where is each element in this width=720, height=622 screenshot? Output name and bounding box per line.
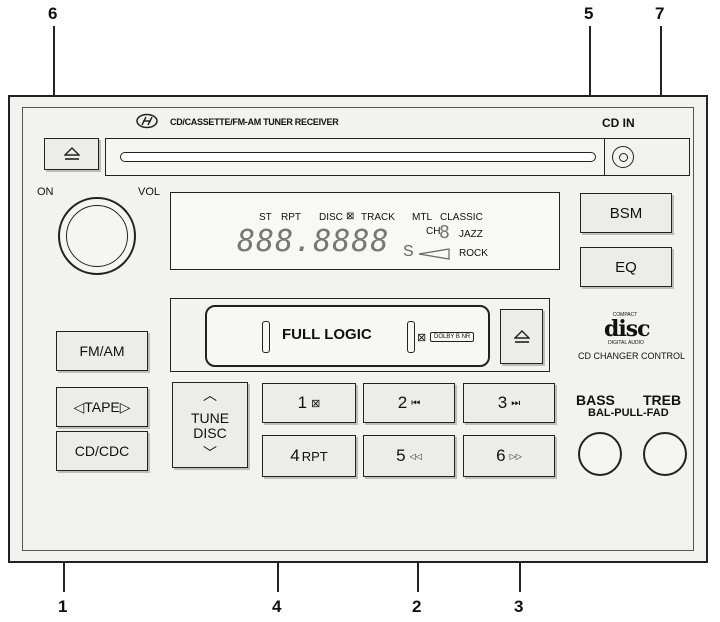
fast-forward-icon: ▷▷	[509, 451, 522, 461]
lcd-disc: DISC	[319, 212, 343, 223]
lcd-s: S	[403, 243, 414, 260]
cd-in-indicator-icon	[612, 146, 634, 168]
lcd-rock: ROCK	[459, 248, 488, 259]
compact-disc-logo-top: COMPACT	[612, 312, 638, 318]
cassette-door[interactable]	[205, 305, 490, 367]
cd-slot[interactable]	[120, 152, 596, 162]
preset-6-number: 6	[496, 446, 506, 465]
cd-cdc-button[interactable]: CD/CDC	[56, 431, 148, 471]
cd-changer-label: CD CHANGER CONTROL	[578, 351, 686, 361]
cd-eject-button[interactable]	[44, 138, 99, 170]
cd-in-label: CD IN	[602, 116, 635, 130]
eject-icon	[63, 147, 80, 160]
fm-am-button[interactable]: FM/AM	[56, 331, 148, 371]
preset-3-button[interactable]: 3 ⏭	[463, 383, 555, 423]
treb-label: TREB	[643, 392, 682, 408]
tune-label: TUNE	[190, 410, 230, 426]
callout-6: 6	[48, 4, 58, 23]
preset-1-button[interactable]: 1 ⊠	[262, 383, 356, 423]
disc-scan-icon: ⊠	[311, 397, 321, 410]
bass-knob[interactable]	[578, 432, 622, 476]
preset-1-number: 1	[297, 393, 308, 412]
preset-5-button[interactable]: 5 ◁◁	[363, 435, 455, 477]
preset-2-number: 2	[397, 393, 408, 412]
preset-2-button[interactable]: 2 ⏮	[363, 383, 455, 423]
lcd-eq-wedge-icon	[418, 248, 450, 260]
callout-5: 5	[584, 4, 594, 23]
vol-label: VOL	[138, 186, 161, 198]
lcd-jazz: JAZZ	[459, 229, 483, 240]
tune-disc-rocker[interactable]: ︿ TUNE DISC ﹀	[172, 382, 248, 468]
bass-label: BASS	[576, 392, 615, 408]
lcd-mtl: MTL	[412, 212, 432, 223]
preset-3-number: 3	[497, 393, 508, 412]
preset-6-button[interactable]: 6 ▷▷	[463, 435, 555, 477]
treble-knob[interactable]	[643, 432, 687, 476]
lcd-display: ST RPT DISC ⊠ TRACK MTL CLASSIC 888.8888…	[170, 192, 560, 270]
eq-button[interactable]: EQ	[580, 247, 672, 287]
callout-2: 2	[412, 597, 422, 616]
faceplate-inner-border	[22, 107, 694, 551]
dolby-label: DOLBY B NR	[430, 332, 475, 342]
lcd-digits: 888.8888	[237, 224, 390, 259]
model-label: CD/CASSETTE/FM-AM TUNER RECEIVER	[170, 117, 339, 127]
tune-up-chevron-icon[interactable]: ︿	[203, 387, 217, 403]
leader-6	[53, 26, 55, 158]
compact-disc-logo: disc	[604, 316, 651, 342]
bsm-button[interactable]: BSM	[580, 193, 672, 233]
full-logic-label: FULL LOGIC	[282, 326, 372, 343]
lcd-ch: CH	[426, 226, 441, 237]
skip-forward-icon: ⏭	[511, 397, 521, 409]
lcd-rpt: RPT	[281, 212, 301, 223]
bal-pull-fad-label: BAL-PULL-FAD	[588, 407, 669, 419]
hyundai-logo-icon	[136, 113, 158, 129]
preset-5-number: 5	[396, 446, 406, 465]
callout-3: 3	[514, 597, 524, 616]
lcd-st: ST	[259, 212, 272, 223]
compact-disc-logo-bottom: DIGITAL AUDIO	[608, 340, 644, 346]
eject-icon	[513, 329, 530, 343]
cassette-frame	[170, 298, 550, 372]
cd-in-frame	[605, 138, 690, 176]
dolby-icon: ⊠	[417, 332, 427, 344]
disc-label: DISC	[193, 425, 227, 441]
tune-down-chevron-icon[interactable]: ﹀	[203, 445, 217, 461]
tape-eject-button[interactable]	[500, 309, 543, 364]
callout-4: 4	[272, 597, 282, 616]
callout-7: 7	[655, 4, 665, 23]
callout-1: 1	[58, 597, 68, 616]
volume-knob[interactable]	[58, 197, 136, 275]
preset-4-number: 4	[290, 446, 300, 465]
lcd-track: TRACK	[361, 212, 395, 223]
on-label: ON	[37, 186, 54, 198]
rpt-label: RPT	[301, 448, 328, 464]
lcd-ch-digit: 8	[439, 222, 451, 243]
lcd-classic: CLASSIC	[440, 212, 483, 223]
lcd-disc-icon: ⊠	[346, 211, 355, 222]
skip-back-icon: ⏮	[411, 397, 421, 409]
preset-4-button[interactable]: 4 RPT	[262, 435, 356, 477]
tape-button[interactable]: ◁TAPE▷	[56, 387, 148, 427]
rewind-icon: ◁◁	[409, 451, 422, 461]
